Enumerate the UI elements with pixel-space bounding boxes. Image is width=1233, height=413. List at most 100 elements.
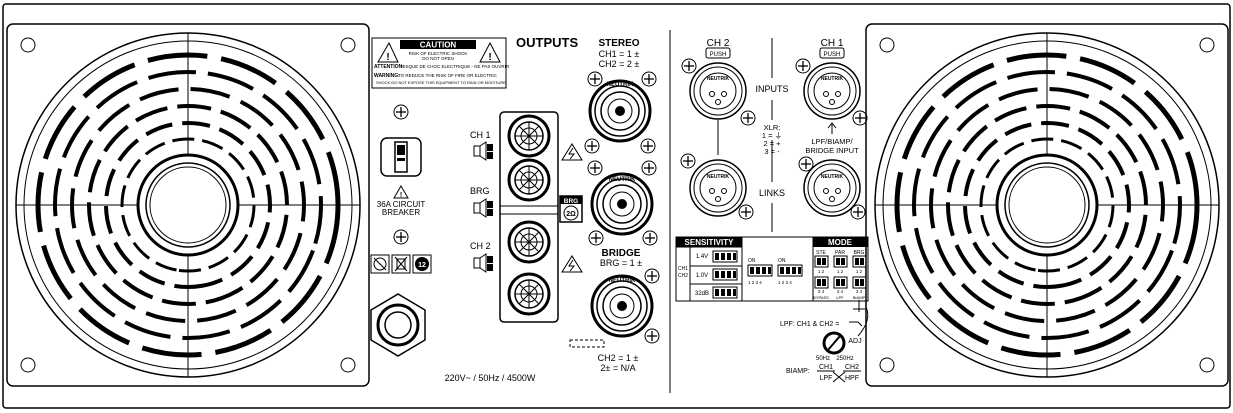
xlr-connector-icon[interactable]	[803, 159, 861, 217]
mode-block: MODE STE PAR BRG 1 2 1 2 1 2 3 4 3 4 3 4…	[812, 236, 869, 302]
ch2-speakon-line2: 2± = N/A	[600, 363, 635, 373]
fan-right-icon	[866, 24, 1228, 386]
sens-level-3: 32dB	[695, 291, 709, 297]
speakon-brand: NEUTRIK	[607, 82, 634, 88]
mode-nums-1: 1 2	[818, 269, 825, 274]
mode-biamp: BIAMP	[853, 295, 866, 300]
binding-post[interactable]	[507, 272, 551, 316]
speakon-connector-icon[interactable]	[590, 274, 654, 338]
warning-triangle-icon	[393, 185, 409, 199]
screw	[738, 204, 754, 220]
sensitivity-title: SENSITIVITY	[685, 238, 735, 247]
screw	[640, 138, 656, 154]
no-water-icon	[370, 254, 390, 274]
warning-line2: SHOCK DO NOT EXPOSE THIS EQUIPMENT TO RA…	[376, 80, 506, 85]
mode-col-par: PAR	[835, 250, 845, 256]
sens-nums-1: 1 2 3 4	[748, 280, 762, 285]
sens-nums-2: 1 2 3 4	[778, 280, 792, 285]
screw	[641, 160, 657, 176]
dip-switch-icon[interactable]	[777, 264, 803, 277]
mode-col-brg: BRG	[854, 250, 865, 256]
dip-switch-icon[interactable]	[833, 255, 848, 268]
attention-text: RISQUE DE CHOC ELECTRIQUE - NE PAS OUVRI…	[401, 64, 510, 69]
binding-post-block	[499, 111, 559, 323]
xlr-pin2: 2 = +	[763, 139, 781, 148]
post-label-ch2: CH 2	[470, 241, 491, 251]
dip-switch-icon[interactable]	[712, 268, 738, 281]
screw	[644, 328, 660, 344]
attention-label: ATTENTION:	[374, 64, 404, 70]
lpf-ch-label: LPF: CH1 & CH2 =	[780, 321, 839, 328]
speakon-connector-icon[interactable]	[588, 79, 652, 143]
badge-12: 12	[418, 262, 426, 269]
speakon-connector-icon[interactable]	[590, 172, 654, 236]
mode-bypass: BYPASS	[813, 295, 829, 300]
dip-switch-icon[interactable]	[712, 250, 738, 263]
links-label: LINKS	[759, 188, 785, 198]
xlr-brand: NEUTRIK	[707, 76, 730, 82]
bridge-line1: BRG = 1 ±	[600, 258, 642, 268]
xlr-connector-icon[interactable]	[689, 62, 747, 120]
ch1-input-title: CH 1	[821, 38, 844, 49]
lpf-note-line1: LPF/BIAMP/	[811, 137, 853, 146]
mode-nums-2: 1 2	[837, 269, 844, 274]
dip-switch-icon[interactable]	[852, 255, 867, 268]
biamp-label: BIAMP:	[786, 368, 810, 375]
biamp-ch1: CH1	[819, 364, 833, 371]
warning-triangle-icon	[479, 41, 501, 63]
xlr-title: XLR:	[764, 123, 781, 132]
xlr-connector-icon[interactable]	[803, 62, 861, 120]
lightning-icon	[561, 143, 583, 273]
caution-line2: DO NOT OPEN	[422, 56, 453, 61]
sens-on-2: ON	[778, 258, 786, 264]
svg-text:!: !	[400, 192, 402, 199]
sens-level-2: 1.0V	[696, 273, 708, 279]
compliance-icons: 12	[370, 254, 432, 274]
brg-badge: BRG 2Ω	[559, 195, 583, 223]
dip-switch-icon[interactable]	[833, 276, 848, 289]
mode-row2-nums-3: 3 4	[856, 289, 863, 294]
fan-left-icon	[7, 24, 369, 386]
dip-switch-icon[interactable]	[712, 286, 738, 299]
xlr-brand: NEUTRIK	[821, 76, 844, 82]
xlr-connector-icon[interactable]	[689, 159, 747, 217]
screw	[680, 153, 696, 169]
circuit-breaker[interactable]	[380, 137, 422, 177]
adj-label: ADJ	[848, 338, 861, 345]
lpf-knob[interactable]	[822, 331, 846, 355]
screw	[681, 58, 697, 74]
warning-triangle-icon	[377, 41, 399, 63]
mode-nums-3: 1 2	[856, 269, 863, 274]
binding-post[interactable]	[507, 114, 551, 158]
ch2-push-label: PUSH	[710, 52, 727, 58]
dip-switch-icon[interactable]	[852, 276, 867, 289]
svg-text:!: !	[386, 52, 389, 63]
binding-post[interactable]	[507, 220, 551, 264]
sens-ch1: CH1	[678, 266, 688, 272]
xlr-pin3: 3 = -	[764, 147, 780, 156]
stereo-line1: CH1 = 1 ±	[599, 49, 640, 59]
dip-switch-icon[interactable]	[814, 276, 829, 289]
brg-badge-top: BRG	[564, 198, 578, 205]
screw	[584, 138, 600, 154]
post-label-brg: BRG	[470, 186, 490, 196]
dip-switch-icon[interactable]	[747, 264, 773, 277]
binding-post[interactable]	[507, 158, 551, 202]
caution-title: CAUTION	[420, 41, 457, 50]
biamp-ch2: CH2	[845, 364, 859, 371]
screw	[587, 160, 603, 176]
biamp-hpf: HPF	[845, 375, 859, 382]
screw	[587, 71, 603, 87]
sens-on-1: ON	[748, 258, 756, 264]
screw	[393, 229, 409, 245]
screw	[641, 71, 657, 87]
power-rating: 220V~ / 50Hz / 4500W	[445, 373, 536, 383]
ch2-input-title: CH 2	[707, 38, 730, 49]
sens-level-1: 1.4V	[696, 254, 708, 260]
caution-label: CAUTION RISK OF ELECTRIC SHOCK DO NOT OP…	[371, 37, 510, 89]
screw	[852, 110, 868, 126]
screw	[795, 58, 811, 74]
speaker-icon	[473, 141, 493, 273]
dip-switch-icon[interactable]	[814, 255, 829, 268]
warning-line1: TO REDUCE THE RISK OF FIRE OR ELECTRIC	[398, 73, 498, 78]
